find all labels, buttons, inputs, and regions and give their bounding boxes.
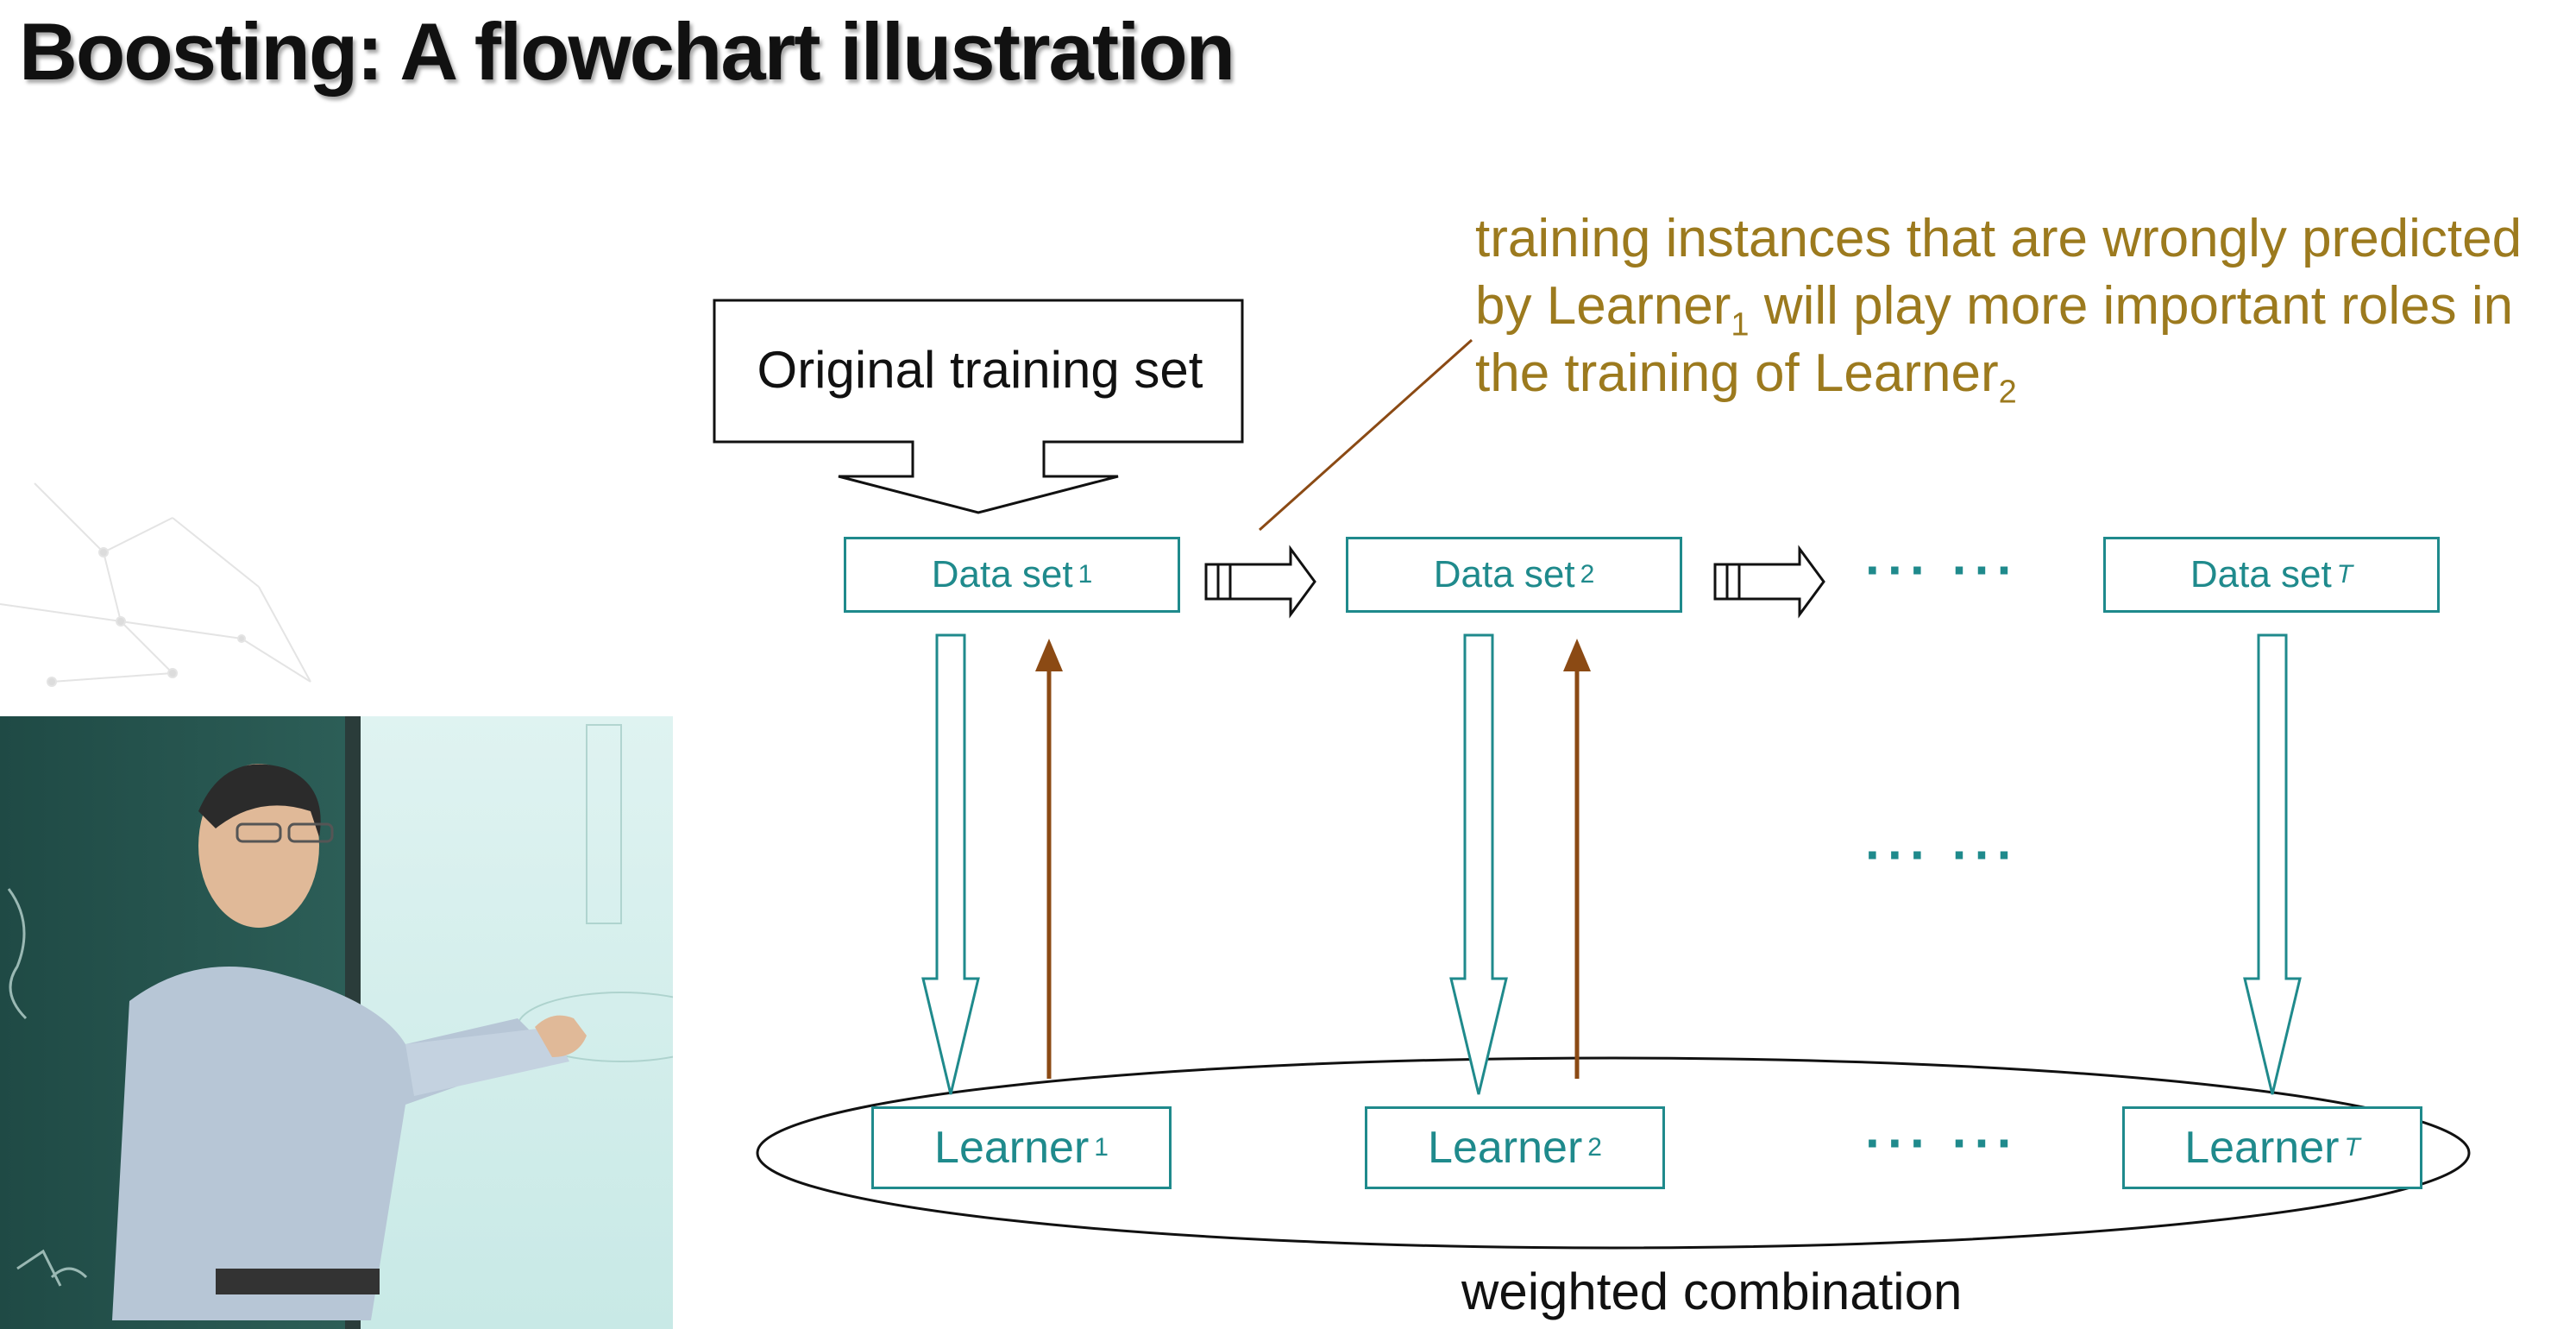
annotation-line-2: by Learner1 will play more important rol… bbox=[1475, 273, 2522, 343]
annotation-line-1: training instances that are wrongly pred… bbox=[1475, 209, 2523, 268]
feedback-arrow-learner1 bbox=[1035, 639, 1063, 1079]
slide-title: Boosting: A flowchart illustration bbox=[19, 6, 1235, 97]
ellipsis-learners: ··· ··· bbox=[1865, 1114, 2020, 1172]
arrow-dataset2-to-learner2 bbox=[1449, 633, 1508, 1095]
dataset-1-label: Data set bbox=[931, 553, 1073, 595]
annotation-line-2-sub: 1 bbox=[1731, 306, 1750, 343]
annotation-pointer-line bbox=[1259, 338, 1473, 532]
learner-1-label: Learner bbox=[934, 1123, 1090, 1173]
annotation-line-2-suffix: will play more important roles in bbox=[1749, 276, 2514, 336]
network-decoration bbox=[0, 482, 311, 687]
lecturer-figure bbox=[112, 764, 587, 1320]
dataset-T-label: Data set bbox=[2190, 553, 2332, 595]
original-training-set-label: Original training set bbox=[757, 340, 1203, 399]
annotation-line-3-sub: 2 bbox=[1998, 374, 2017, 411]
learner-T-label: Learner bbox=[2184, 1123, 2340, 1173]
dataset-2-label: Data set bbox=[1433, 553, 1575, 595]
annotation-line-3-prefix: the training of Learner bbox=[1475, 343, 1999, 403]
lecturer-video-frame bbox=[0, 716, 673, 1329]
ellipsis-middle: ··· ··· bbox=[1865, 826, 2020, 884]
arrow-datasetT-to-learnerT bbox=[2243, 633, 2302, 1095]
annotation-line-2-prefix: by Learner bbox=[1475, 276, 1731, 336]
weighted-combination-ellipse bbox=[756, 1056, 2471, 1250]
original-training-set-shape bbox=[713, 299, 1244, 514]
annotation-text: training instances that are wrongly pred… bbox=[1475, 205, 2523, 411]
ellipsis-datasets: ··· ··· bbox=[1865, 541, 2020, 599]
feedback-arrow-learner2 bbox=[1563, 639, 1591, 1079]
weighted-combination-label: weighted combination bbox=[1461, 1263, 1963, 1320]
lecturer-video-inset bbox=[0, 716, 673, 1329]
annotation-line-3: the training of Learner2 bbox=[1475, 340, 2522, 411]
arrow-dataset1-to-dataset2 bbox=[1204, 545, 1316, 619]
learner-2-label: Learner bbox=[1428, 1123, 1583, 1173]
arrow-dataset1-to-learner1 bbox=[921, 633, 980, 1095]
arrow-dataset2-to-next bbox=[1713, 545, 1825, 619]
